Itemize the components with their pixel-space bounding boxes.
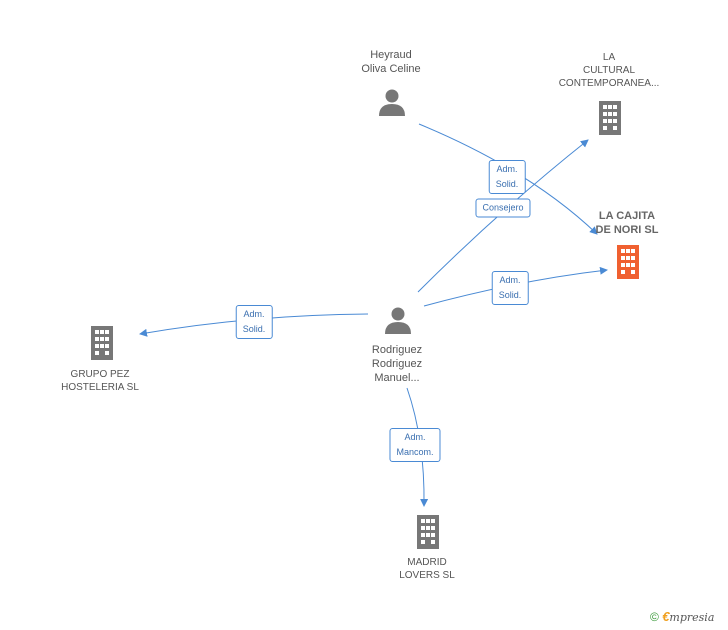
building-icon[interactable]: [88, 326, 116, 360]
edge-label-line2: Solid.: [242, 324, 266, 334]
copyright-icon: ©: [650, 610, 659, 624]
brand-name: mpresia: [669, 611, 715, 624]
edge-label-line1: Consejero: [482, 202, 524, 213]
node-la-cajita-label[interactable]: LA CAJITA DE NORI SL: [596, 209, 659, 237]
node-la-cultural-line2: CULTURAL: [582, 65, 636, 76]
node-rodriguez-line2: Rodriguez: [371, 358, 423, 370]
edge-label-line1: Adm.: [404, 432, 426, 442]
node-grupo-pez-label[interactable]: GRUPO PEZ HOSTELERIA SL: [61, 368, 139, 394]
node-rodriguez-line1: Rodriguez: [371, 344, 423, 356]
building-icon[interactable]: [414, 515, 442, 549]
edge-label-line1: Adm.: [243, 309, 265, 319]
edge-label-rodriguez-cultural[interactable]: Consejero: [475, 198, 531, 218]
person-icon[interactable]: [383, 306, 413, 336]
edge-label-rodriguez-madrid[interactable]: Adm. Mancom.: [389, 428, 441, 462]
node-rodriguez-line3: Manuel...: [374, 372, 420, 384]
brand-logo-letter: €: [662, 609, 670, 624]
edge-label-line1: Adm.: [496, 164, 518, 174]
edge-label-rodriguez-cajita[interactable]: Adm. Solid.: [491, 271, 529, 305]
edge-label-line2: Mancom.: [396, 447, 434, 457]
building-icon[interactable]: [614, 245, 642, 279]
node-la-cultural-line1: LA: [602, 52, 616, 63]
node-grupo-pez-line1: GRUPO PEZ: [70, 369, 130, 380]
node-heyraud-line2: Oliva Celine: [361, 63, 421, 75]
edge-label-rodriguez-grupo[interactable]: Adm. Solid.: [235, 305, 273, 339]
node-grupo-pez-line2: HOSTELERIA SL: [61, 382, 139, 393]
node-madrid-lovers-line1: MADRID: [407, 557, 447, 568]
person-icon[interactable]: [377, 88, 407, 118]
node-la-cultural-label[interactable]: LA CULTURAL CONTEMPORANEA...: [559, 51, 660, 90]
node-madrid-lovers-label[interactable]: MADRID LOVERS SL: [399, 556, 455, 582]
node-la-cajita-line1: LA CAJITA: [598, 210, 656, 222]
edge-label-line1: Adm.: [499, 275, 521, 285]
edge-label-line2: Solid.: [498, 290, 522, 300]
node-heyraud-line1: Heyraud: [370, 49, 412, 61]
building-icon[interactable]: [596, 101, 624, 135]
node-madrid-lovers-line2: LOVERS SL: [399, 570, 455, 581]
node-la-cultural-line3: CONTEMPORANEA...: [558, 78, 660, 89]
edge-label-heyraud-cajita[interactable]: Adm. Solid.: [488, 160, 526, 194]
edge-label-line2: Solid.: [495, 179, 519, 189]
footer-brand[interactable]: © €mpresia: [650, 609, 714, 624]
node-la-cajita-line2: DE NORI SL: [595, 224, 659, 236]
node-rodriguez-label[interactable]: Rodriguez Rodriguez Manuel...: [372, 343, 422, 385]
node-heyraud-label[interactable]: Heyraud Oliva Celine: [361, 48, 420, 76]
